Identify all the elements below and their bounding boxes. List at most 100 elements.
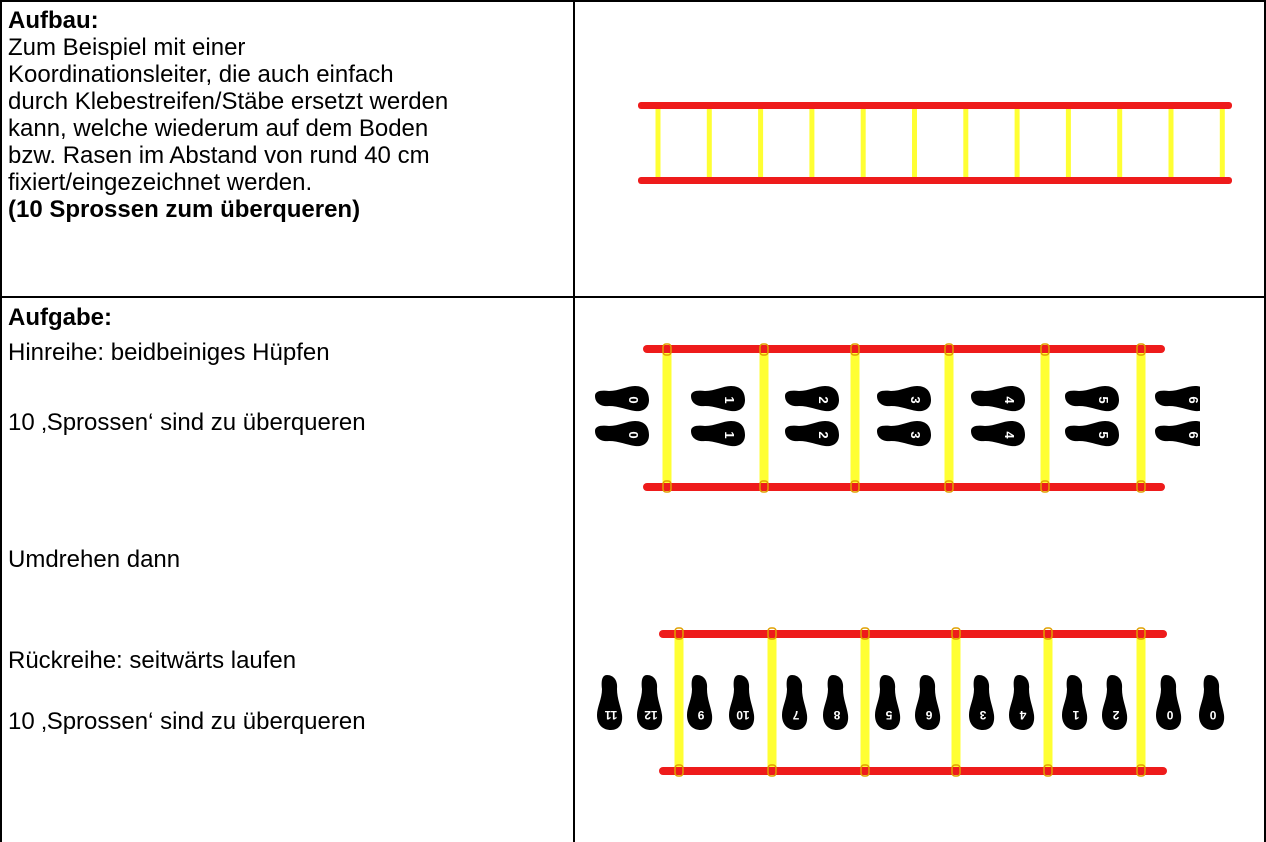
footprint-icon: 5 [875,675,901,730]
ladder-rung [1014,107,1020,181]
column-divider [573,0,575,842]
footprint-icon: 10 [729,675,755,730]
footprint-number: 9 [697,708,704,722]
rung-clip [662,343,672,356]
footprint-shape [1065,421,1119,447]
ladder-rung [759,348,769,488]
footprint-shape [637,675,663,730]
footprint-number: 1 [1072,708,1079,722]
footprint-icon: 6 [915,675,941,730]
rung-clip [951,627,961,640]
footprint-number: 4 [1019,708,1026,722]
table-border-right [1264,0,1266,842]
ladder-rail-bottom [643,483,1165,491]
footprint-shape [595,386,649,412]
footprint-icon: 0 [595,421,649,447]
footprint-icon: 1 [691,386,745,412]
footprint-number: 1 [722,431,737,438]
footprint-icon: 4 [1009,675,1035,730]
ladder-rung [655,107,661,181]
footprint-icon: 6 [1155,386,1200,412]
rung-clip [767,627,777,640]
footprint-number: 0 [1166,708,1173,722]
footprint-number: 2 [816,431,831,438]
footprint-shape [785,421,839,447]
ladder-rung [912,107,917,181]
footprint-shape [877,421,931,447]
footprint-icon: 3 [877,386,931,412]
sprossen-text-1: 10 ‚Sprossen‘ sind zu überqueren [8,409,366,436]
rung-clip [767,764,777,777]
footprint-number: 3 [979,708,986,722]
ladder-rail-top [638,102,1232,109]
footprint-icon: 1 [1062,675,1088,730]
rung-clip [850,343,860,356]
ladder-rail-top [643,345,1165,353]
footprint-shape [1199,675,1225,730]
footprint-icon: 0 [595,386,649,412]
sprossen-text-2: 10 ‚Sprossen‘ sind zu überqueren [8,708,366,735]
ladder-rung [758,107,764,181]
ladder-rung [1065,107,1071,181]
footprint-shape [687,675,713,730]
footprint-number: 0 [626,431,641,438]
ladder-rung [944,348,954,488]
rung-clip [860,627,870,640]
footprint-shape [782,675,808,730]
aufbau-line: fixiert/eingezeichnet werden. [8,169,313,196]
footprint-icon: 4 [971,386,1025,412]
rung-clip [662,480,672,493]
rung-clip [1040,343,1050,356]
ladder-rung [1043,633,1053,771]
rung-clip [1040,480,1050,493]
footprint-shape [1009,675,1035,730]
rung-clip [1136,480,1146,493]
footprint-icon: 7 [782,675,808,730]
aufbau-line: durch Klebestreifen/Stäbe ersetzt werden [8,88,449,115]
footprint-shape [969,675,995,730]
rung-clip [759,343,769,356]
footprint-number: 0 [1209,708,1216,722]
footprint-shape [1102,675,1128,730]
ladder-diagram-setup [638,102,1232,184]
footprint-number: 5 [885,708,892,722]
footprint-icon: 3 [969,675,995,730]
rung-clip [759,480,769,493]
footprint-number: 5 [1096,396,1111,403]
row-divider [0,296,1266,298]
rung-clip [951,764,961,777]
footprint-shape [1155,386,1200,412]
rueckreihe-text: Rückreihe: seitwärts laufen [8,647,297,674]
footprint-icon: 2 [785,421,839,447]
aufbau-line: Zum Beispiel mit einer [8,34,246,61]
footprint-shape [877,386,931,412]
footprint-shape [915,675,941,730]
footprint-shape [595,421,649,447]
footprint-icon: 1 [691,421,745,447]
table-border-top [0,0,1266,2]
footprint-shape [691,386,745,412]
ladder-rung [674,633,684,771]
footprint-number: 4 [1002,431,1017,439]
umdrehen-text: Umdrehen dann [8,546,181,573]
footprint-icon: 6 [1155,421,1200,447]
footprint-shape [785,386,839,412]
footprint-number: 0 [626,396,641,403]
footprint-shape [1065,386,1119,412]
hinreihe-text: Hinreihe: beidbeiniges Hüpfen [8,339,330,366]
footprint-shape [1155,421,1200,447]
rung-clip [674,627,684,640]
footprint-number: 7 [792,708,799,722]
footprint-icon: 5 [1065,421,1119,447]
rung-clip [860,764,870,777]
footprint-shape [875,675,901,730]
ladder-rung [1168,107,1174,181]
footprint-number: 6 [1186,431,1200,438]
ladder-rung [963,107,969,181]
footprint-icon: 5 [1065,386,1119,412]
footprint-icon: 9 [687,675,713,730]
ladder-rail-top [659,630,1167,638]
footprint-icon: 12 [637,675,663,730]
footprint-number: 3 [908,431,923,438]
aufgabe-heading: Aufgabe: [8,304,112,331]
